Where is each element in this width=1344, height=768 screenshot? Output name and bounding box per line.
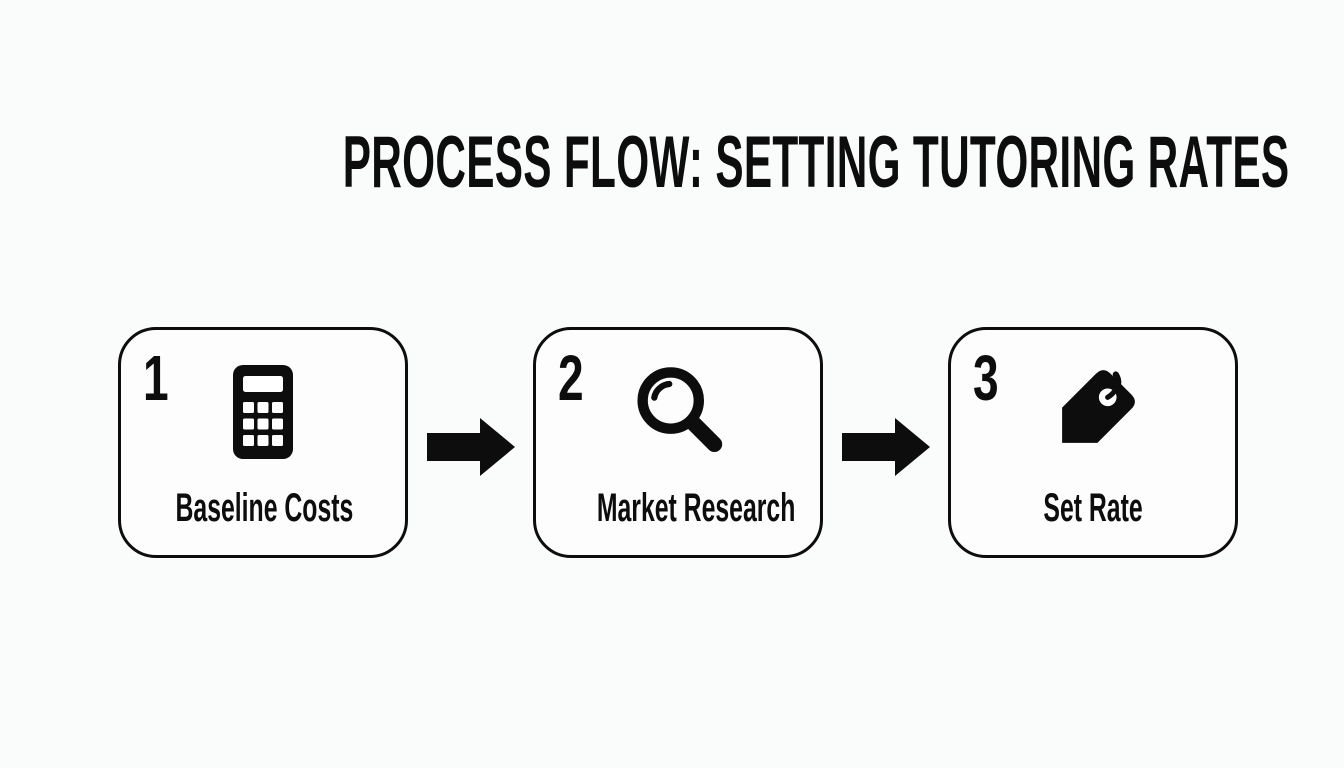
step-number: 3: [973, 342, 999, 414]
arrow-right-icon: [841, 418, 930, 481]
step-label: Set Rate: [1043, 486, 1143, 530]
magnifier-icon: [626, 360, 730, 464]
price-tag-icon: [1041, 360, 1145, 464]
step-number: 2: [558, 342, 584, 414]
step-label: Market Research: [596, 486, 796, 530]
connector-cell: [823, 327, 948, 558]
calculator-icon: [211, 360, 315, 464]
step-card-market-research: 2 Market Research: [533, 327, 823, 558]
flow-row: 1 Baseline Costs: [118, 327, 1238, 558]
step-number: 1: [143, 342, 169, 414]
connector-cell: [408, 327, 533, 558]
title-row: PROCESS FLOW: SETTING TUTORING RATES: [0, 126, 1344, 199]
arrow-right-icon: [426, 418, 515, 481]
step-label: Baseline Costs: [175, 486, 354, 530]
step-card-set-rate: 3 Set Rate: [948, 327, 1238, 558]
page-title: PROCESS FLOW: SETTING TUTORING RATES: [342, 122, 1290, 203]
step-card-baseline-costs: 1 Baseline Costs: [118, 327, 408, 558]
